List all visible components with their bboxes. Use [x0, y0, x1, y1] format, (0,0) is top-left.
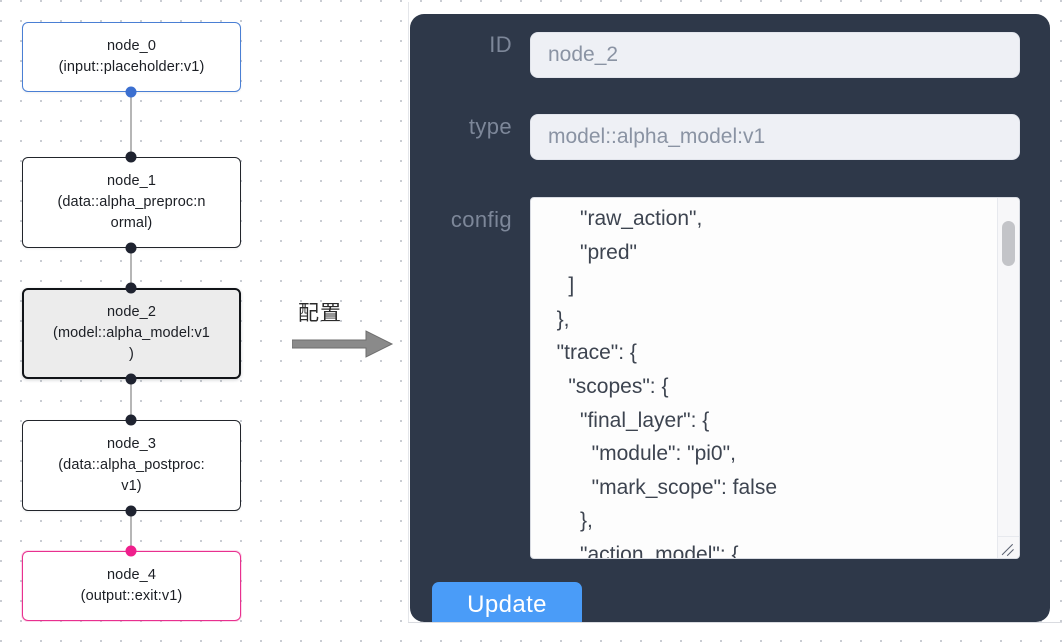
config-scrollbar[interactable] [997, 198, 1019, 558]
node-port-output-node_0[interactable] [125, 86, 137, 98]
field-label-config: config [450, 207, 512, 232]
edge-node3-node4 [130, 511, 132, 551]
graph-node-node_2[interactable]: node_2 (model::alpha_model:v1 ) [22, 288, 241, 379]
panel-left-rule [408, 2, 409, 622]
node-subtitle-line1: (model::alpha_model:v1 [53, 324, 210, 341]
node-title: node_0 [107, 37, 156, 54]
node-config-panel: ID node_2 type model::alpha_model:v1 con… [410, 14, 1050, 622]
graph-node-node_0[interactable]: node_0 (input::placeholder:v1) [22, 22, 241, 92]
type-input[interactable]: model::alpha_model:v1 [530, 114, 1020, 160]
field-label-id: ID [489, 32, 512, 57]
arrow-right-icon [292, 330, 394, 358]
node-subtitle-line1: (data::alpha_preproc:n [57, 193, 206, 210]
edge-node0-node1 [130, 92, 132, 157]
node-title: node_4 [107, 566, 156, 583]
node-port-output-node_1[interactable] [125, 242, 137, 254]
node-title: node_1 [107, 172, 156, 189]
node-subtitle-line1: (data::alpha_postproc: [58, 456, 205, 473]
field-row-type: type model::alpha_model:v1 [410, 114, 1050, 160]
node-subtitle: (output::exit:v1) [80, 588, 183, 604]
config-textarea[interactable]: "raw_action", "pred" ] }, "trace": { "sc… [556, 207, 777, 558]
node-port-input-node_2[interactable] [125, 282, 137, 294]
node-subtitle: (input::placeholder:v1) [58, 59, 205, 75]
node-title: node_3 [107, 435, 156, 452]
edge-node1-node2 [130, 248, 132, 288]
node-port-input-node_3[interactable] [125, 414, 137, 426]
node-subtitle-line2: ) [129, 346, 134, 363]
panel-baseline-divider [408, 622, 1062, 623]
node-port-input-node_4[interactable] [125, 545, 137, 557]
update-button[interactable]: Update [432, 582, 582, 622]
config-textarea-wrapper: "raw_action", "pred" ] }, "trace": { "sc… [530, 197, 1020, 559]
configure-arrow-label: 配置 [298, 301, 342, 325]
graph-node-node_3[interactable]: node_3 (data::alpha_postproc: v1) [22, 420, 241, 511]
configure-arrow-group: 配置 [292, 297, 396, 359]
node-subtitle-line2: v1) [121, 478, 142, 495]
node-port-input-node_1[interactable] [125, 151, 137, 163]
node-subtitle-line2: ormal) [110, 215, 153, 232]
config-resize-handle[interactable] [997, 536, 1019, 558]
id-input[interactable]: node_2 [530, 32, 1020, 78]
node-port-output-node_3[interactable] [125, 505, 137, 517]
graph-node-node_4[interactable]: node_4 (output::exit:v1) [22, 551, 241, 621]
field-row-config: config "raw_action", "pred" ] }, "trace"… [410, 197, 1050, 559]
field-row-id: ID node_2 [410, 32, 1050, 78]
config-scrollbar-thumb[interactable] [1002, 221, 1015, 266]
graph-node-node_1[interactable]: node_1 (data::alpha_preproc:n ormal) [22, 157, 241, 248]
field-label-type: type [468, 114, 512, 139]
node-title: node_2 [107, 303, 156, 320]
edge-node2-node3 [130, 379, 132, 419]
node-port-output-node_2[interactable] [125, 373, 137, 385]
